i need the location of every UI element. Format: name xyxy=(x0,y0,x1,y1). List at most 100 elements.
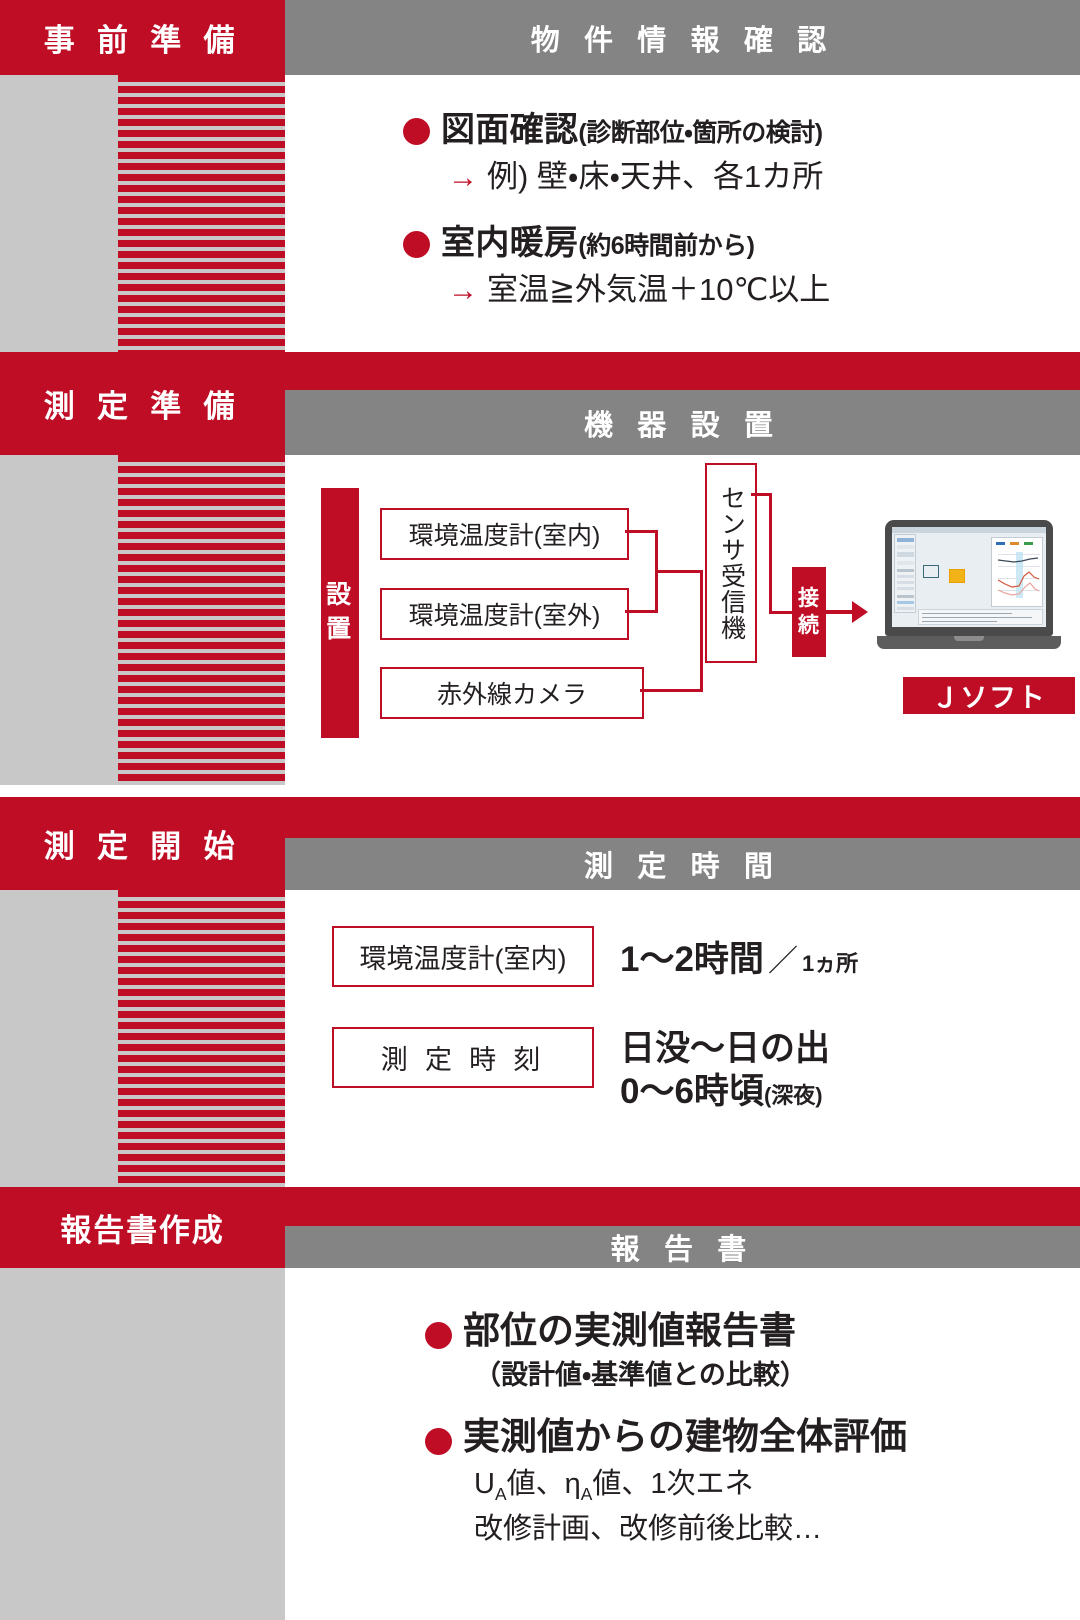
bullet-1-2: 室内暖房 (約6時間前から) xyxy=(403,215,755,264)
stage-label-2: 測 定 準 備 xyxy=(0,352,285,455)
bullet-4-2-post: 値、1次エネ xyxy=(592,1468,754,1500)
measure-row-2-tag-label: 測 定 時 刻 xyxy=(380,1045,546,1075)
connector-camera-h xyxy=(640,689,703,692)
measure-row-1-tag: 環境温度計(室内) xyxy=(332,926,594,987)
section-header-1: 物 件 情 報 確 認 xyxy=(285,0,1080,75)
section-header-1-text: 物 件 情 報 確 認 xyxy=(530,24,835,57)
measure-row-2-value-main: 日没〜日の出 xyxy=(620,1029,831,1068)
measure-row-2-tag: 測 定 時 刻 xyxy=(332,1027,594,1088)
bullet-4-2-u-symbol: U xyxy=(474,1468,495,1500)
section-body-1: 図面確認 (診断部位・箇所の検討) → 例) 壁・床・天井、各1カ所 室内暖房 … xyxy=(285,75,1080,352)
bullet-dot-icon xyxy=(425,1428,452,1455)
bullet-dot-icon xyxy=(403,231,430,258)
connector-receiver-out-v xyxy=(769,493,772,613)
bullet-4-2-mid: 値、η xyxy=(506,1468,581,1500)
bullet-4-2-eta-subscript: A xyxy=(580,1483,593,1504)
arrow-1-2-text: 室温≧外気温＋10℃以上 xyxy=(487,272,831,307)
measure-row-1: 環境温度計(室内) 1〜2時間／1ヵ所 xyxy=(332,926,858,987)
measure-row-2-value: 日没〜日の出 0〜6時頃(深夜) xyxy=(620,1027,830,1114)
app-titlebar xyxy=(892,527,1046,533)
bullet-4-2-sub-line1: UA値、ηA値、1次エネ xyxy=(474,1460,753,1505)
device-box-infrared-camera: 赤外線カメラ xyxy=(380,667,644,719)
arrow-1-1: → 例) 壁・床・天井、各1カ所 xyxy=(448,151,823,196)
bullet-1-2-sub: (約6時間前から) xyxy=(578,232,755,260)
arrow-right-icon: → xyxy=(448,274,478,307)
laptop-illustration xyxy=(877,520,1061,652)
bullet-4-2-main: 実測値からの建物全体評価 xyxy=(463,1416,907,1457)
stage-label-4-text: 報告書作成 xyxy=(60,1213,225,1248)
bullet-1-1-sub: (診断部位・箇所の検討) xyxy=(578,119,823,147)
software-badge-label: Ｊソフト xyxy=(931,683,1047,713)
laptop-screen xyxy=(892,527,1046,627)
stage-label-1: 事 前 準 備 xyxy=(0,0,285,75)
measure-row-2-value-line2-wrap: 0〜6時頃(深夜) xyxy=(620,1070,830,1113)
measure-row-1-value-small: 1ヵ所 xyxy=(801,951,859,976)
section-header-2: 機 器 設 置 xyxy=(285,390,1080,455)
sensor-receiver-box: センサ受信機 xyxy=(705,463,757,663)
bullet-4-1-sub: （設計値・基準値との比較） xyxy=(474,1360,807,1390)
software-badge: Ｊソフト xyxy=(903,677,1075,714)
install-bar-char-2: 置 xyxy=(325,615,354,643)
arrow-right-icon: → xyxy=(448,161,478,194)
bullet-4-2-u-subscript: A xyxy=(494,1483,507,1504)
bullet-1-1: 図面確認 (診断部位・箇所の検討) xyxy=(403,102,823,151)
section-3-stripes xyxy=(118,890,285,1187)
bullet-1-2-main: 室内暖房 xyxy=(441,224,579,262)
chart-lines-icon xyxy=(997,557,1040,596)
stage-label-1-text: 事 前 準 備 xyxy=(43,23,242,58)
app-left-panel xyxy=(894,534,916,613)
section-4-gray-rail xyxy=(0,1268,285,1620)
bullet-1-1-main: 図面確認 xyxy=(441,111,579,149)
bullet-dot-icon xyxy=(425,1322,452,1349)
measure-row-2-value-line2: 0〜6時頃 xyxy=(620,1072,764,1112)
connector-receiver-top-h xyxy=(751,493,771,496)
bullet-dot-icon xyxy=(403,118,430,145)
section-body-4: 部位の実測値報告書 （設計値・基準値との比較） 実測値からの建物全体評価 UA値… xyxy=(285,1268,1080,1620)
connector-outdoor-h xyxy=(625,610,658,613)
install-bar-char-1: 設 xyxy=(325,581,354,610)
bullet-4-1-main: 部位の実測値報告書 xyxy=(463,1310,796,1351)
section-2-stripes xyxy=(118,455,285,785)
section-body-3: 環境温度計(室内) 1〜2時間／1ヵ所 測 定 時 刻 日没〜日の出 0〜6時頃… xyxy=(285,890,1080,1187)
app-chart-panel xyxy=(991,537,1043,607)
stage-label-3: 測 定 開 始 xyxy=(0,797,285,890)
stage-label-2-text: 測 定 準 備 xyxy=(43,389,242,424)
section-header-2-text: 機 器 設 置 xyxy=(583,409,781,442)
section-header-3-text: 測 定 時 間 xyxy=(583,851,781,883)
device-box-infrared-camera-label: 赤外線カメラ xyxy=(436,681,587,709)
device-box-indoor-thermometer: 環境温度計(室内) xyxy=(380,508,629,560)
arrow-head-icon xyxy=(852,601,868,623)
connector-receiver-bottom-h xyxy=(769,611,793,614)
thermal-image xyxy=(918,537,986,607)
thermal-hotspot xyxy=(948,569,965,584)
bullet-4-2-sub-line2: 改修計画、改修前後比較… xyxy=(474,1513,823,1545)
stage-label-4: 報告書作成 xyxy=(0,1187,285,1268)
laptop-trackpad-notch xyxy=(954,636,984,641)
arrow-1-2: → 室温≧外気温＋10℃以上 xyxy=(448,264,830,309)
measure-row-1-value: 1〜2時間／1ヵ所 xyxy=(620,931,858,982)
device-box-outdoor-thermometer-label: 環境温度計(室外) xyxy=(408,602,601,630)
connect-badge: 接 続 xyxy=(792,567,826,657)
section-header-3: 測 定 時 間 xyxy=(285,838,1080,890)
device-box-indoor-thermometer-label: 環境温度計(室内) xyxy=(408,522,601,550)
connector-camera-v xyxy=(700,573,703,692)
laptop-lid xyxy=(885,520,1053,636)
connect-badge-char-2: 続 xyxy=(797,614,821,637)
section-1-stripes xyxy=(118,75,285,352)
measure-row-2: 測 定 時 刻 日没〜日の出 0〜6時頃(深夜) xyxy=(332,1027,830,1114)
arrow-1-1-text: 例) 壁・床・天井、各1カ所 xyxy=(487,159,824,194)
measure-row-2-value-small: (深夜) xyxy=(763,1083,823,1109)
sensor-receiver-label: センサ受信機 xyxy=(717,485,746,641)
laptop-base xyxy=(877,636,1061,649)
thermal-selection-box xyxy=(922,565,939,578)
measure-row-1-tag-label: 環境温度計(室内) xyxy=(359,944,567,974)
section-header-4-text: 報 告 書 xyxy=(610,1234,755,1266)
connector-trunk-to-receiver xyxy=(655,570,703,573)
connector-indoor-h xyxy=(625,530,658,533)
install-bar: 設 置 xyxy=(321,488,359,738)
measure-row-1-value-slash: ／ xyxy=(767,945,798,978)
connect-badge-char-1: 接 xyxy=(797,586,821,610)
device-box-outdoor-thermometer: 環境温度計(室外) xyxy=(380,588,629,640)
bullet-4-2: 実測値からの建物全体評価 xyxy=(425,1406,907,1460)
